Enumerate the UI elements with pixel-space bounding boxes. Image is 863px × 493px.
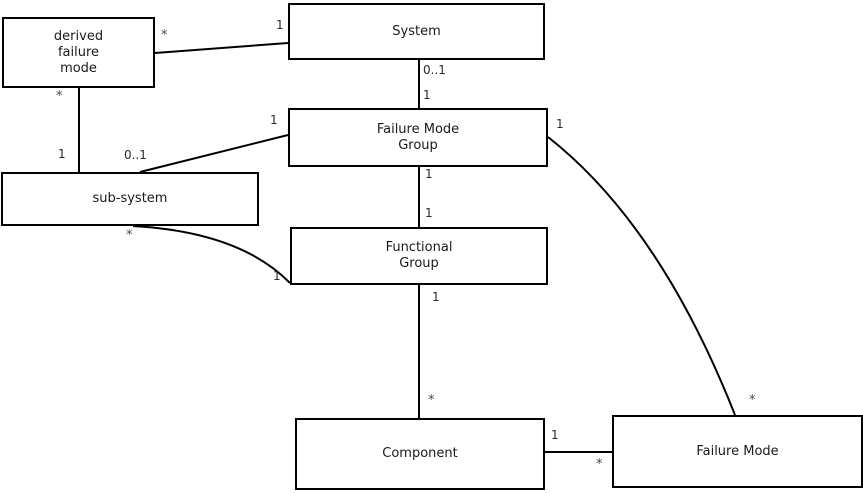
association-edge-derived-failure-mode--system — [154, 42, 289, 54]
class-box-failure-mode[interactable]: Failure Mode — [612, 415, 863, 488]
multiplicity-label-m-fmg-fg-one: 1 — [425, 167, 433, 181]
multiplicity-label-m-subsystem-fmg-zeroone: 0..1 — [124, 148, 147, 162]
multiplicity-label-m-fmg-fm-one: 1 — [556, 117, 564, 131]
multiplicity-label-m-fmg-system-one: 1 — [423, 88, 431, 102]
association-edge-failure-mode-group--failure-mode — [547, 136, 736, 416]
class-box-component[interactable]: Component — [295, 418, 545, 490]
association-edge-sub-system--functional-group — [132, 225, 291, 284]
class-box-label-component: Component — [382, 446, 458, 461]
multiplicity-label-m-component-fg-star: * — [428, 393, 435, 408]
class-box-label-functional-group: Functional Group — [385, 240, 453, 271]
class-box-functional-group[interactable]: Functional Group — [290, 227, 548, 285]
class-box-label-derived-failure-mode: derived failure mode — [53, 28, 104, 76]
multiplicity-label-m-fm-component-star: * — [596, 457, 603, 472]
class-box-system[interactable]: System — [288, 3, 545, 60]
class-box-failure-mode-group[interactable]: Failure Mode Group — [288, 108, 548, 167]
class-box-sub-system[interactable]: sub-system — [1, 172, 259, 226]
multiplicity-label-m-component-fm-one: 1 — [551, 428, 559, 442]
multiplicity-label-m-dfm-subsystem-star: * — [56, 89, 63, 104]
multiplicity-label-m-fg-subsystem-one: 1 — [273, 269, 281, 283]
multiplicity-label-m-system-dfm-one: 1 — [276, 18, 284, 32]
multiplicity-label-m-fmg-subsystem-one: 1 — [270, 113, 278, 127]
multiplicity-label-m-fm-fmg-star: * — [749, 393, 756, 408]
association-edge-sub-system--failure-mode-group — [139, 134, 289, 173]
multiplicity-label-m-subsystem-fg-star: * — [126, 228, 133, 243]
class-box-label-failure-mode: Failure Mode — [696, 443, 779, 459]
multiplicity-label-m-subsystem-dfm-one: 1 — [58, 147, 66, 161]
multiplicity-label-m-fg-fmg-one: 1 — [425, 206, 433, 220]
class-box-label-sub-system: sub-system — [92, 191, 168, 206]
multiplicity-label-m-fg-component-one: 1 — [432, 290, 440, 304]
multiplicity-label-m-system-fmg-zeroone: 0..1 — [423, 63, 446, 77]
class-box-label-failure-mode-group: Failure Mode Group — [376, 121, 460, 153]
class-box-label-system: System — [392, 23, 441, 39]
class-box-derived-failure-mode[interactable]: derived failure mode — [2, 17, 155, 88]
multiplicity-label-m-dfm-system-star: * — [161, 28, 168, 43]
